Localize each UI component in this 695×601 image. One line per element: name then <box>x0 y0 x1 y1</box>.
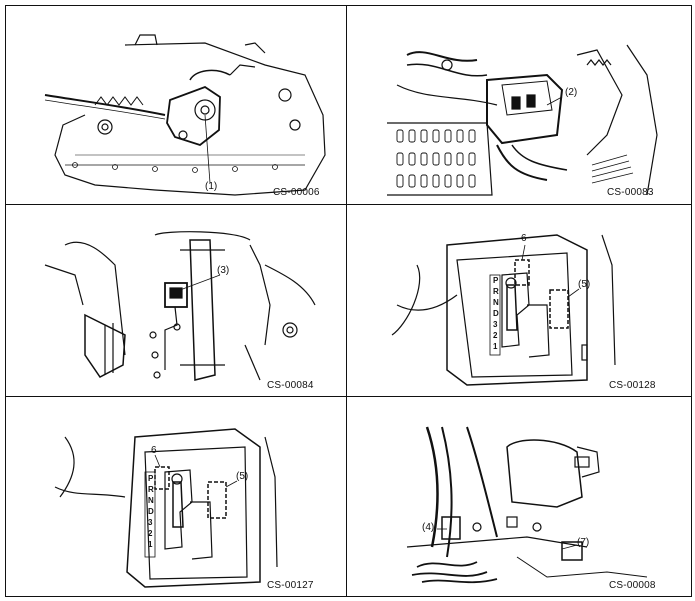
shift-lever-gate-illustration <box>391 234 616 386</box>
figure-code: CS-00083 <box>607 187 654 198</box>
panel-cs-00083: (2) CS-00083 <box>347 5 691 204</box>
figure-code: CS-00128 <box>609 380 656 391</box>
divider-row-2 <box>5 396 692 397</box>
panel-cs-00128: 6 (5) P R N D 3 2 1 CS-00128 <box>347 205 691 396</box>
tcm-connector-illustration <box>387 44 658 196</box>
panel-cs-00006: (1) CS-00006 <box>5 5 346 204</box>
diagram-sheet: (1) CS-00006 <box>5 5 692 597</box>
divider-vertical <box>346 5 347 597</box>
callout-2: (2) <box>565 87 578 98</box>
callout-5: (5) <box>578 279 591 290</box>
shift-lever-gate-illustration <box>54 428 278 588</box>
callout-1: (1) <box>205 181 218 192</box>
callout-7: (7) <box>577 537 590 548</box>
gate-letters: P R N D 3 2 1 <box>493 276 499 351</box>
callout-6: 6 <box>151 445 157 456</box>
inhibitor-switch-illustration <box>44 34 326 196</box>
figure-code: CS-00084 <box>267 380 314 391</box>
frame-left <box>5 5 6 597</box>
figure-code: CS-00008 <box>609 580 656 591</box>
figure-code: CS-00006 <box>273 187 320 198</box>
callout-3: (3) <box>217 265 230 276</box>
frame-top <box>5 5 692 6</box>
gate-letters: P R N D 3 2 1 <box>148 474 154 549</box>
panel-cs-00008: (4) (7) CS-00008 <box>347 397 691 596</box>
divider-row-1 <box>5 204 692 205</box>
callout-5: (5) <box>236 471 249 482</box>
callout-6: 6 <box>521 233 527 244</box>
panel-cs-00084: (3) CS-00084 <box>5 205 346 396</box>
panel-cs-00127: 6 (5) P R N D 3 2 1 CS-00127 <box>5 397 346 596</box>
harness-connectors-illustration <box>406 426 648 584</box>
steering-column-connector-illustration <box>44 231 316 381</box>
frame-right <box>691 5 692 597</box>
figure-code: CS-00127 <box>267 580 314 591</box>
callout-4: (4) <box>422 522 435 533</box>
frame-bottom <box>5 596 692 597</box>
